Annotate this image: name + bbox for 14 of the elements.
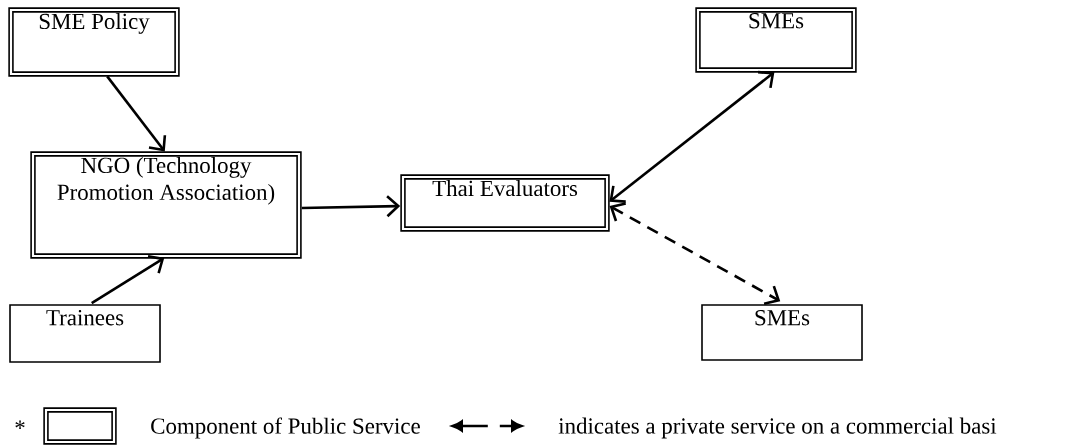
process-box: SMEs xyxy=(701,304,863,361)
legend-text: Component of Public Service xyxy=(151,417,420,439)
process-box: SMEs xyxy=(695,7,857,73)
arrow xyxy=(91,254,165,305)
arrow xyxy=(609,202,781,305)
process-box: NGO (Technology Promotion Association) xyxy=(30,151,302,259)
arrow xyxy=(106,75,167,152)
arrow xyxy=(609,70,775,203)
asterisk: * xyxy=(15,420,25,429)
process-box: Trainees xyxy=(9,304,161,363)
process-box: Thai Evaluators xyxy=(400,174,610,232)
process-box: SME Policy xyxy=(8,7,180,77)
arrow xyxy=(301,195,401,218)
legend-text: indicates a private service on a commercial basi xyxy=(558,417,997,439)
